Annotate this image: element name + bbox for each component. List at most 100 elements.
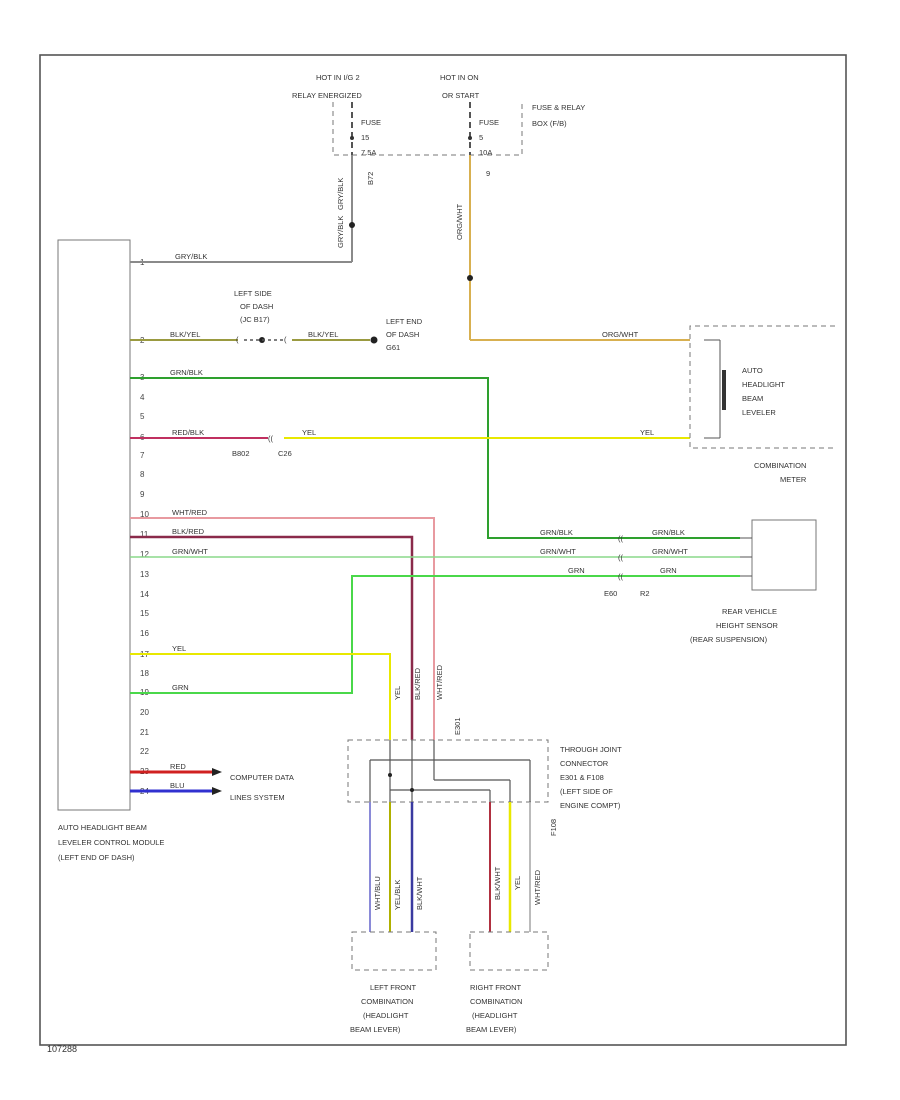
leveler-label-2: HEADLIGHT: [742, 380, 785, 389]
module-pin: 9: [140, 490, 145, 499]
fuse-15-amp: 7.5A: [361, 148, 376, 157]
splice-gry-blk: [349, 222, 355, 228]
wire-blk-red-vertical: BLK/RED: [413, 667, 422, 700]
wire-grn-label-2: GRN: [172, 683, 189, 692]
wire-yel-vertical: YEL: [393, 686, 402, 700]
conn-r2: R2: [640, 589, 650, 598]
right-headlight-label-1: RIGHT FRONT: [470, 983, 522, 992]
wire-wht-red-label-lower: WHT/RED: [533, 869, 542, 905]
conn-symbol: ((: [618, 572, 623, 581]
conn-e60: E60: [604, 589, 617, 598]
ground-left-side-sub: OF DASH: [240, 302, 273, 311]
ground-left-end-sub: OF DASH: [386, 330, 419, 339]
left-headlight-label-2: COMBINATION: [361, 997, 413, 1006]
leveler-label-1: AUTO: [742, 366, 763, 375]
conn-symbol: ((: [618, 534, 623, 543]
joint-node: [388, 773, 392, 777]
fuse-box-outline: [332, 102, 523, 156]
wire-grn-blk-label: GRN/BLK: [170, 368, 203, 377]
leveler-meter-group: AUTO HEADLIGHT BEAM LEVELER COMBINATION …: [689, 325, 835, 484]
left-headlight-label-3: (HEADLIGHT: [363, 1011, 409, 1020]
conn-e301: E301: [453, 717, 462, 735]
hot-run-label: HOT IN I/G 2: [316, 73, 360, 82]
rear-sensor-label-1: REAR VEHICLE: [722, 607, 777, 616]
module-pin: 5: [140, 412, 145, 421]
wire-blk-wht-2-label: BLK/WHT: [493, 866, 502, 900]
wire-grn-wht-label-3: GRN/WHT: [652, 547, 688, 556]
wire-gry-blk-label-1: GRY/BLK: [336, 178, 345, 210]
module-wires-group: GRY/BLK BLK/YEL ( ( BLK/YEL LEFT SIDE OF…: [130, 252, 740, 802]
wire-org-wht-vertical-label: ORG/WHT: [455, 203, 464, 240]
wire-blk-wht-label: BLK/WHT: [415, 876, 424, 910]
module-pin: 14: [140, 590, 149, 599]
leveler-label-4: LEVELER: [742, 408, 776, 417]
wire-pin3-grn-blk: [130, 377, 740, 539]
module-pin: 21: [140, 728, 149, 737]
wire-grn-wht-label: GRN/WHT: [172, 547, 208, 556]
through-joint-group: THROUGH JOINT CONNECTOR E301 & F108 (LEF…: [347, 739, 622, 836]
wire-grn-wht-label-2: GRN/WHT: [540, 547, 576, 556]
fuse-5-num: 5: [479, 133, 483, 142]
right-headlight-box: [469, 931, 549, 971]
lower-wires-group: WHT/BLU YEL/BLK BLK/WHT BLK/WHT YEL WHT/…: [369, 802, 542, 932]
wire-grn-blk-label-3: GRN/BLK: [652, 528, 685, 537]
wire-pin11-blk-red: [130, 535, 414, 740]
joint-label-4: (LEFT SIDE OF: [560, 787, 613, 796]
rear-sensor-label-3: (REAR SUSPENSION): [690, 635, 768, 644]
wire-blu-label: BLU: [170, 781, 185, 790]
module-pin: 11: [140, 530, 149, 539]
hot-run-sub: RELAY ENERGIZED: [292, 91, 362, 100]
combination-meter-outline: [689, 325, 835, 449]
right-headlight-label-3: (HEADLIGHT: [472, 1011, 518, 1020]
left-headlight-label-4: BEAM LEVER): [350, 1025, 401, 1034]
conn-f108: F108: [549, 819, 558, 836]
wire-pin10-wht-red: [130, 517, 435, 740]
wire-grn-blk-label-2: GRN/BLK: [540, 528, 573, 537]
diagram-frame: [39, 54, 847, 1046]
hot-on-sub: OR START: [442, 91, 480, 100]
wire-pin17-yel: [130, 653, 391, 740]
arrow-icon: [212, 787, 222, 795]
left-headlight-label-1: LEFT FRONT: [370, 983, 417, 992]
conn-b802: B802: [232, 449, 250, 458]
wire-blk-red-label: BLK/RED: [172, 527, 205, 536]
rear-sensor-label-2: HEIGHT SENSOR: [716, 621, 779, 630]
module-pin: 20: [140, 708, 149, 717]
module-pin: 22: [140, 747, 149, 756]
wire-pin19-grn: [130, 575, 740, 694]
module-title-3: (LEFT END OF DASH): [58, 853, 135, 862]
hot-on-label: HOT IN ON: [440, 73, 479, 82]
ground-left-end: LEFT END: [386, 317, 423, 326]
conn-symbol: (: [284, 335, 287, 344]
leveler-control-module-box: [57, 239, 131, 811]
conn-symbol: ((: [268, 434, 273, 443]
fuse-5-node: [468, 136, 472, 140]
wire-gry-blk-label: GRY/BLK: [175, 252, 207, 261]
joint-label-1: THROUGH JOINT: [560, 745, 622, 754]
conn-symbol: ((: [618, 553, 623, 562]
wire-yel-blk-label: YEL/BLK: [393, 880, 402, 910]
wire-yel-label-3: YEL: [172, 644, 186, 653]
through-joint-outline: [347, 739, 549, 803]
fuse-5-amp: 10A: [479, 148, 492, 157]
wire-blk-yel-label-2: BLK/YEL: [308, 330, 338, 339]
ground-left-side: LEFT SIDE: [234, 289, 272, 298]
joint-node: [410, 788, 414, 792]
conn-symbol: (: [236, 335, 239, 344]
module-pin: 18: [140, 669, 149, 678]
joint-label-5: ENGINE COMPT): [560, 801, 621, 810]
ground-left-end-g: G61: [386, 343, 400, 352]
fuse-relay-box-label: FUSE & RELAY: [532, 103, 585, 112]
wire-blk-yel-label-1: BLK/YEL: [170, 330, 200, 339]
right-headlight-label-2: COMBINATION: [470, 997, 522, 1006]
splice-org-wht: [467, 275, 473, 281]
fuse-relay-box-sub: BOX (F/B): [532, 119, 567, 128]
ground-point-icon: [370, 336, 378, 344]
wire-gry-blk-label-2: GRY/BLK: [336, 216, 345, 248]
joint-label-2: CONNECTOR: [560, 759, 609, 768]
wire-wht-red-vertical: WHT/RED: [435, 664, 444, 700]
module-pin: 8: [140, 470, 145, 479]
headlights-group: LEFT FRONT COMBINATION (HEADLIGHT BEAM L…: [350, 931, 549, 1034]
module-title-2: LEVELER CONTROL MODULE: [58, 838, 164, 847]
module-pin: 13: [140, 570, 149, 579]
